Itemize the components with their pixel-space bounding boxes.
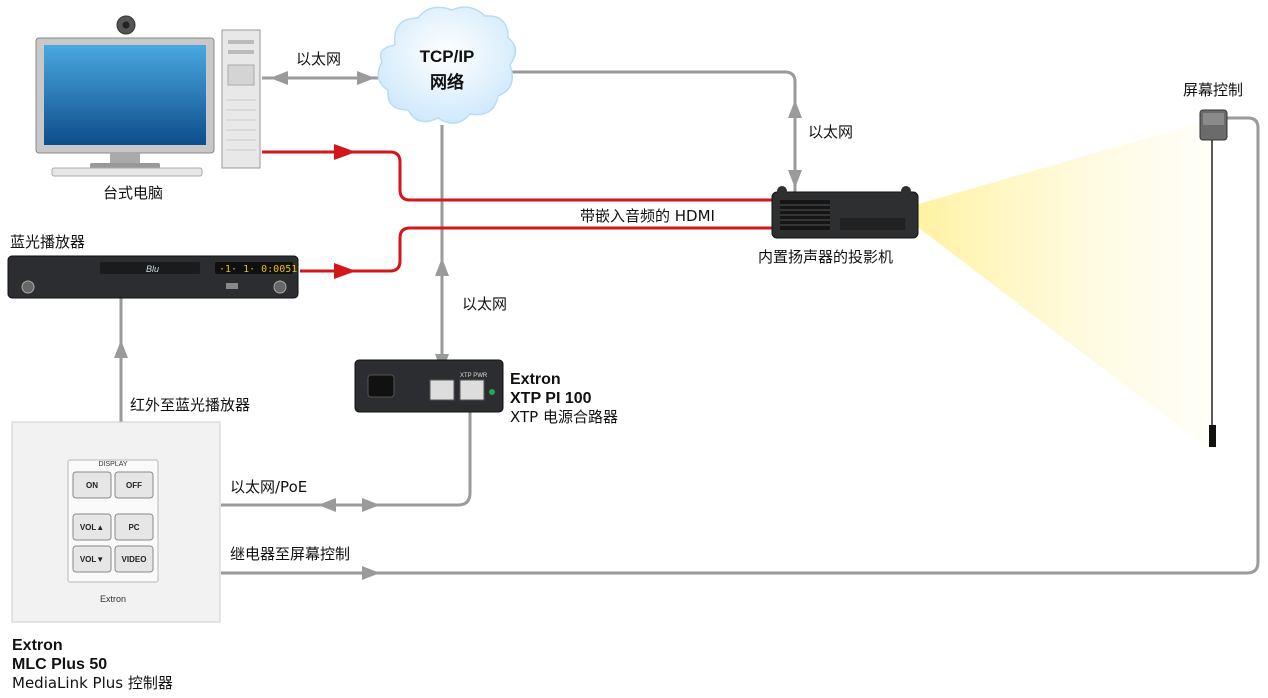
arrow-eth-pc-left [270, 71, 288, 85]
xtp-desc: XTP 电源合路器 [510, 408, 618, 426]
arrow-eth-proj-down [788, 170, 802, 188]
label-relay: 继电器至屏幕控制 [230, 545, 350, 563]
arrow-hdmi-bluray [334, 263, 356, 279]
mlc-btn-vol-down-label: VOL▼ [80, 555, 104, 564]
bluray-volume-knob [273, 280, 287, 294]
cable-ethernet-poe [221, 395, 472, 507]
tcp-ip-cloud: TCP/IP 网络 [377, 6, 517, 124]
projector-light-beam [915, 120, 1210, 450]
mlc-group-label: DISPLAY [98, 461, 127, 468]
desktop-label: 台式电脑 [103, 184, 163, 202]
bluray-display [215, 262, 293, 274]
mlc-btn-pc[interactable] [114, 513, 154, 541]
xtp-status-led [489, 389, 495, 395]
hdmi-arrows [334, 144, 356, 279]
arrow-ir-up [114, 340, 128, 358]
label-ethernet-pc: 以太网 [296, 50, 341, 68]
xtp-model: XTP PI 100 [510, 390, 592, 407]
cable-hdmi-bluray [300, 226, 772, 273]
mlc-btn-off-label: OFF [126, 481, 142, 490]
bluray-display-text: ·1· 1· 0:0051 [219, 264, 297, 275]
arrow-hdmi-pc [334, 144, 356, 160]
mlc-btn-off[interactable] [114, 471, 154, 499]
label-hdmi: 带嵌入音频的 HDMI [580, 207, 715, 225]
mlc-btn-on-label: ON [86, 481, 98, 490]
svg-text:Blu: Blu [146, 264, 159, 274]
bluray-power-knob [21, 280, 35, 294]
xtp-power-inlet [367, 374, 395, 398]
arrow-poe-right [362, 498, 380, 512]
projector-label: 内置扬声器的投影机 [758, 248, 893, 266]
network-label-line1: TCP/IP [420, 47, 475, 66]
bluray-player: 蓝光播放器 Blu ·1· 1· 0:0051 [7, 233, 299, 299]
arrow-relay-right [362, 566, 380, 580]
label-ethernet-poe: 以太网/PoE [230, 478, 307, 496]
arrow-eth-xtp-up [435, 258, 449, 276]
network-label-line2: 网络 [430, 72, 464, 92]
mlc-brand: Extron [12, 637, 63, 654]
mlc-btn-vol-up[interactable] [72, 513, 112, 541]
monitor-screen [44, 45, 206, 145]
label-ethernet-xtp: 以太网 [462, 295, 507, 313]
projector: 内置扬声器的投影机 [758, 186, 919, 266]
screen-control: 屏幕控制 [1183, 81, 1243, 141]
desktop-computer: 台式电脑 [35, 15, 261, 202]
cable-ethernet-projector [505, 70, 797, 192]
cable-relay [221, 116, 1260, 575]
xtp-pi-100: XTP PWR Extron XTP PI 100 XTP 电源合路器 [354, 359, 618, 426]
mlc-btn-vol-down[interactable] [72, 545, 112, 573]
mlc-btn-pc-label: PC [128, 523, 139, 532]
mlc-btn-vol-up-label: VOL▲ [80, 523, 104, 532]
keyboard [51, 167, 203, 177]
mlc-btn-video-label: VIDEO [122, 555, 147, 564]
xtp-port-label: XTP PWR [460, 373, 488, 379]
mlc-btn-video[interactable] [114, 545, 154, 573]
screen-cord-end [1209, 425, 1216, 447]
cable-hdmi-pc [262, 150, 772, 202]
mlc-logo: Extron [100, 594, 126, 604]
mlc-model: MLC Plus 50 [12, 656, 107, 673]
arrow-eth-pc-right [357, 71, 375, 85]
mlc-desc: MediaLink Plus 控制器 [12, 674, 173, 692]
label-ir: 红外至蓝光播放器 [130, 396, 250, 414]
xtp-brand: Extron [510, 371, 561, 388]
arrow-poe-left [318, 498, 336, 512]
label-ethernet-projector: 以太网 [808, 123, 853, 141]
screen-control-label: 屏幕控制 [1183, 81, 1243, 99]
mlc-plus-50: DISPLAY ON OFF VOL▲ PC VOL▼ VIDEO Extron… [11, 421, 221, 692]
bluray-label: 蓝光播放器 [10, 233, 85, 251]
mlc-btn-on[interactable] [72, 471, 112, 499]
arrow-eth-proj-up [788, 100, 802, 118]
